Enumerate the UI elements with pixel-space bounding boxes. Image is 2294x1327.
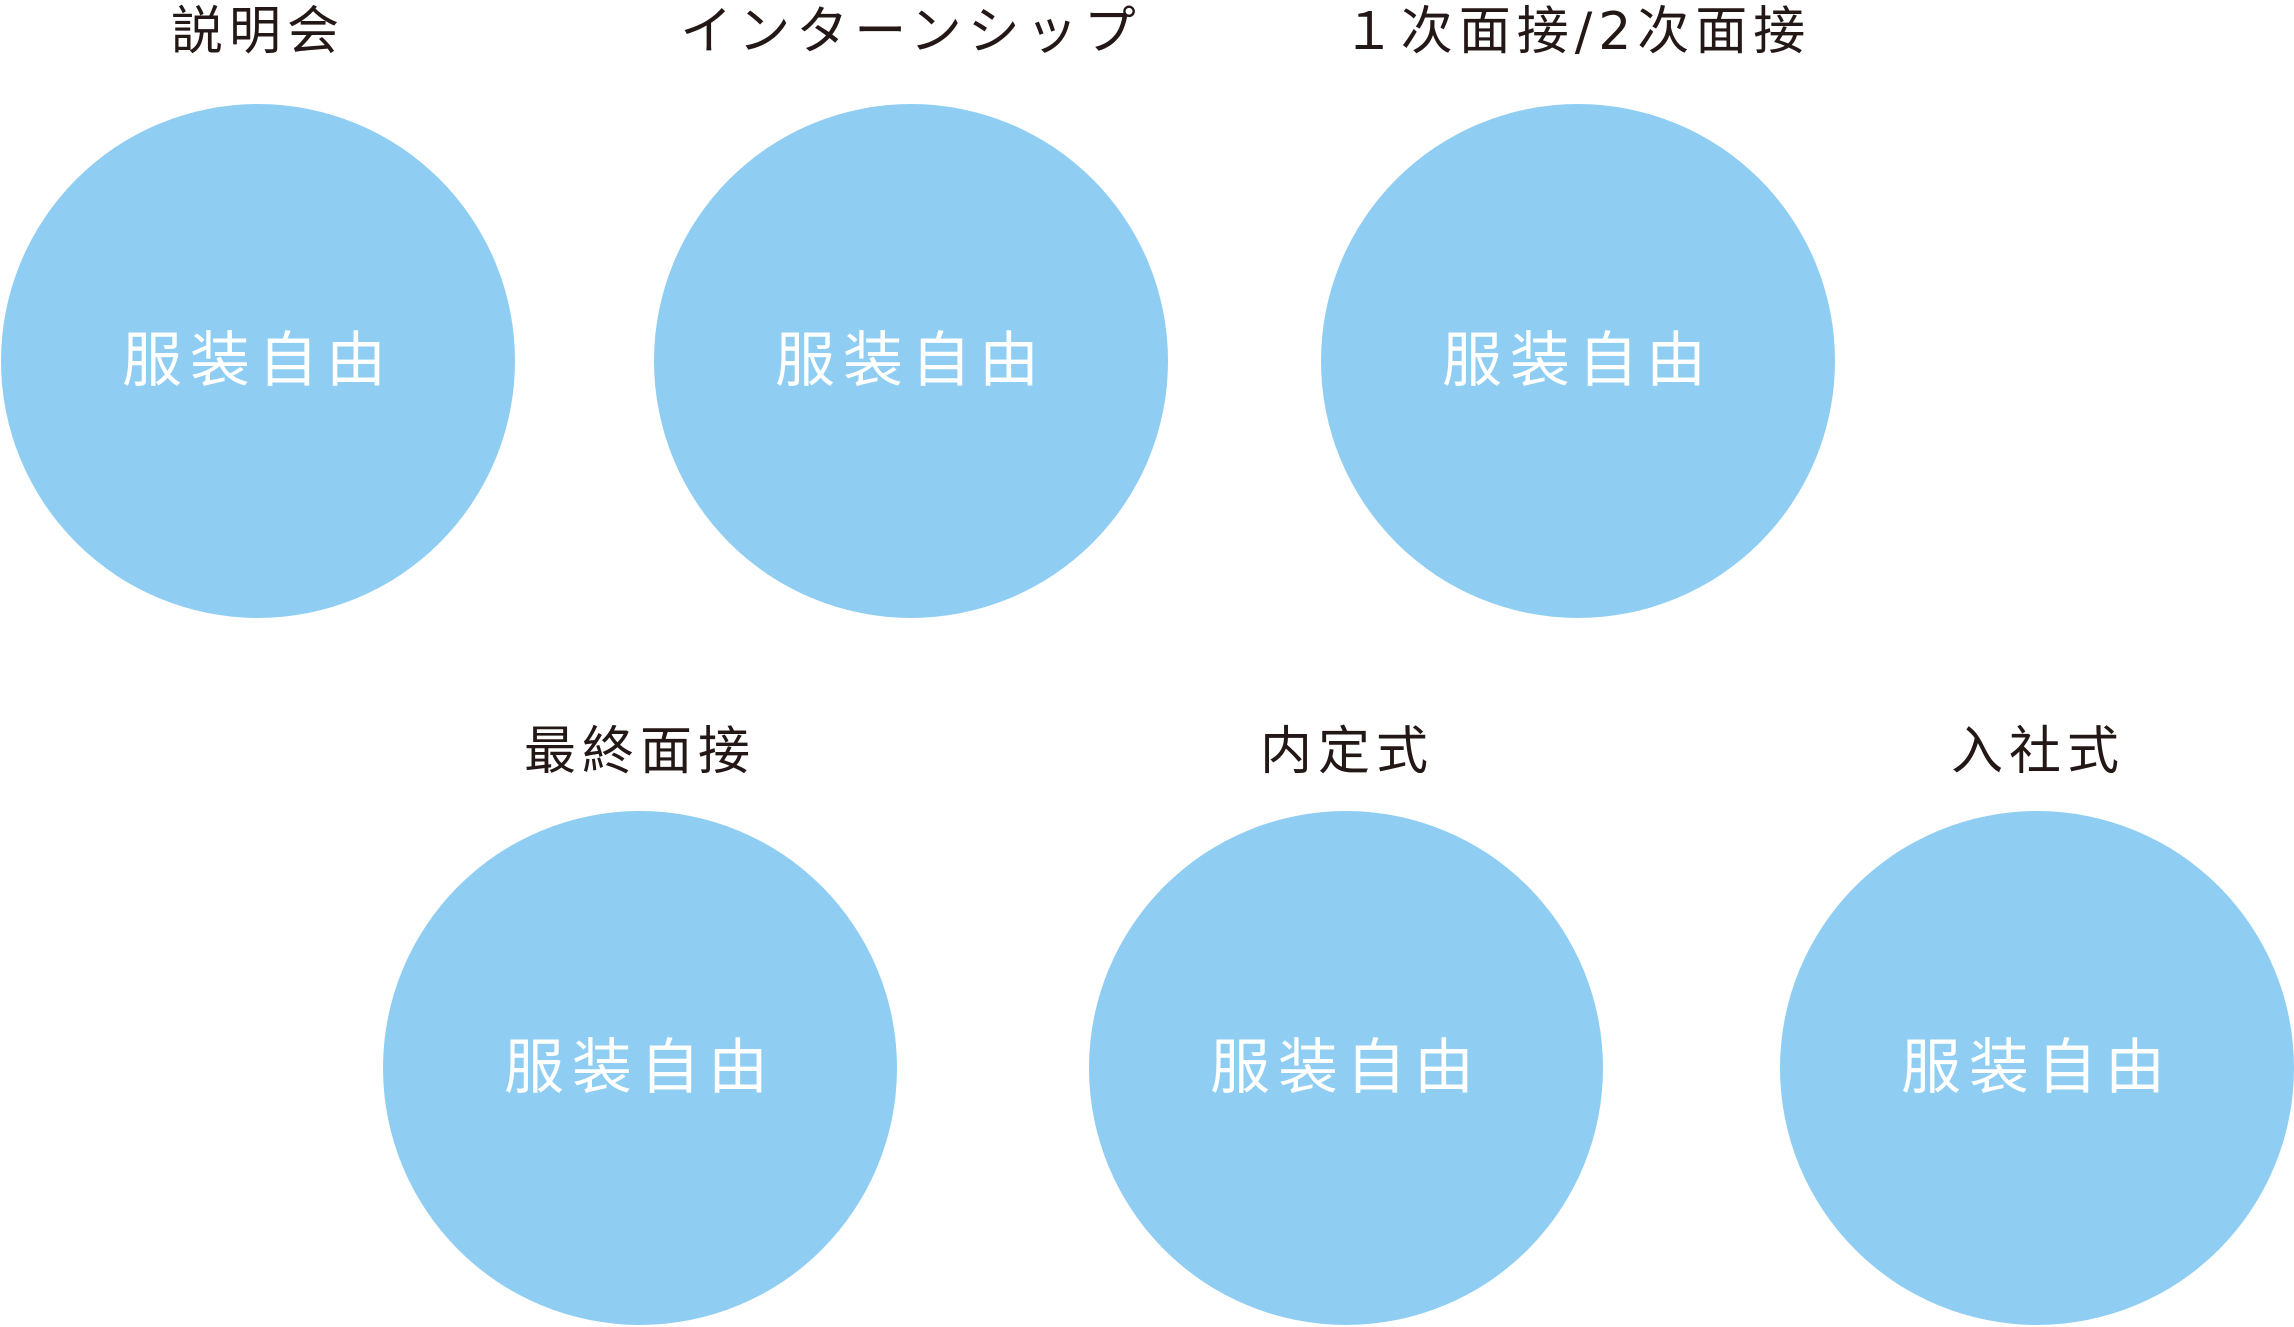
stage-circle: 服装自由 <box>383 811 897 1325</box>
stage-title: １次面接/2次面接 <box>1342 2 1812 62</box>
stage-circle: 服装自由 <box>1321 104 1835 618</box>
stage-title: 説明会 <box>170 2 345 62</box>
dress-code-label: 服装自由 <box>1210 1033 1482 1103</box>
stage-circle: 服装自由 <box>654 104 1168 618</box>
dress-code-label: 服装自由 <box>122 326 394 396</box>
dress-code-label: 服装自由 <box>1901 1033 2173 1103</box>
stage-title: 入社式 <box>1950 722 2125 782</box>
stage-title: 内定式 <box>1259 722 1434 782</box>
stage-title: 最終面接 <box>523 722 756 782</box>
stage-title: インターンシップ <box>680 2 1142 62</box>
dress-code-label: 服装自由 <box>504 1033 776 1103</box>
stage-circle: 服装自由 <box>1089 811 1603 1325</box>
dress-code-label: 服装自由 <box>1442 326 1714 396</box>
stage-circle: 服装自由 <box>1780 811 2294 1325</box>
dress-code-label: 服装自由 <box>775 326 1047 396</box>
stage-circle: 服装自由 <box>1 104 515 618</box>
